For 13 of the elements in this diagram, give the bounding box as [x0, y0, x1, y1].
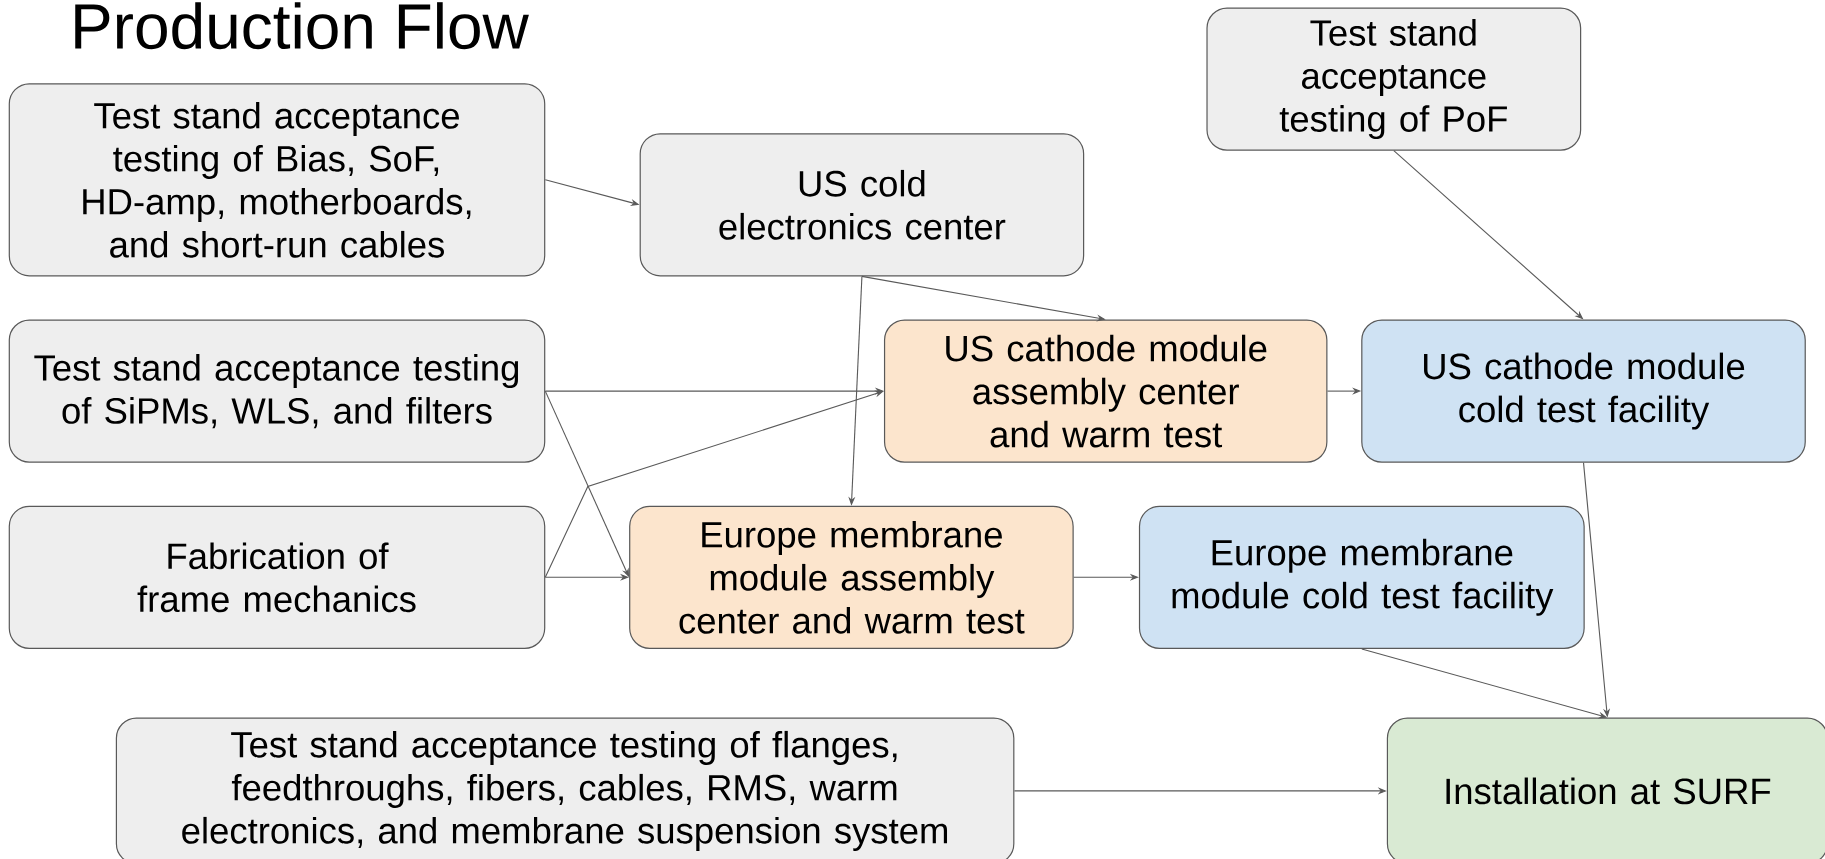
process-box: US cold electronics center — [639, 133, 1085, 277]
process-box: US cathode module assembly center and warm test — [883, 319, 1328, 463]
title: Production Flow — [75, 2, 529, 50]
process-box: Test stand acceptance testing of SiPMs, WLS, and filters — [8, 319, 546, 463]
process-box: US cathode module cold test facility — [1361, 319, 1806, 463]
arrow — [544, 390, 884, 578]
process-box: Test stand acceptance testing of Bias, SoF, HD-amp, motherboards, and short-run cables — [8, 83, 546, 277]
process-box: Installation at SURF — [1386, 717, 1825, 859]
process-box: Test stand acceptance testing of PoF — [1206, 7, 1582, 151]
process-box: Europe membrane module assembly center and warm test — [629, 505, 1074, 649]
process-box: Europe membrane module cold test facility — [1138, 505, 1585, 649]
process-box: Fabrication of frame mechanics — [8, 505, 546, 649]
process-box: Test stand acceptance testing of flanges, feedthroughs, fibers, cables, RMS, warm electronics, and membrane suspension system — [115, 717, 1015, 859]
